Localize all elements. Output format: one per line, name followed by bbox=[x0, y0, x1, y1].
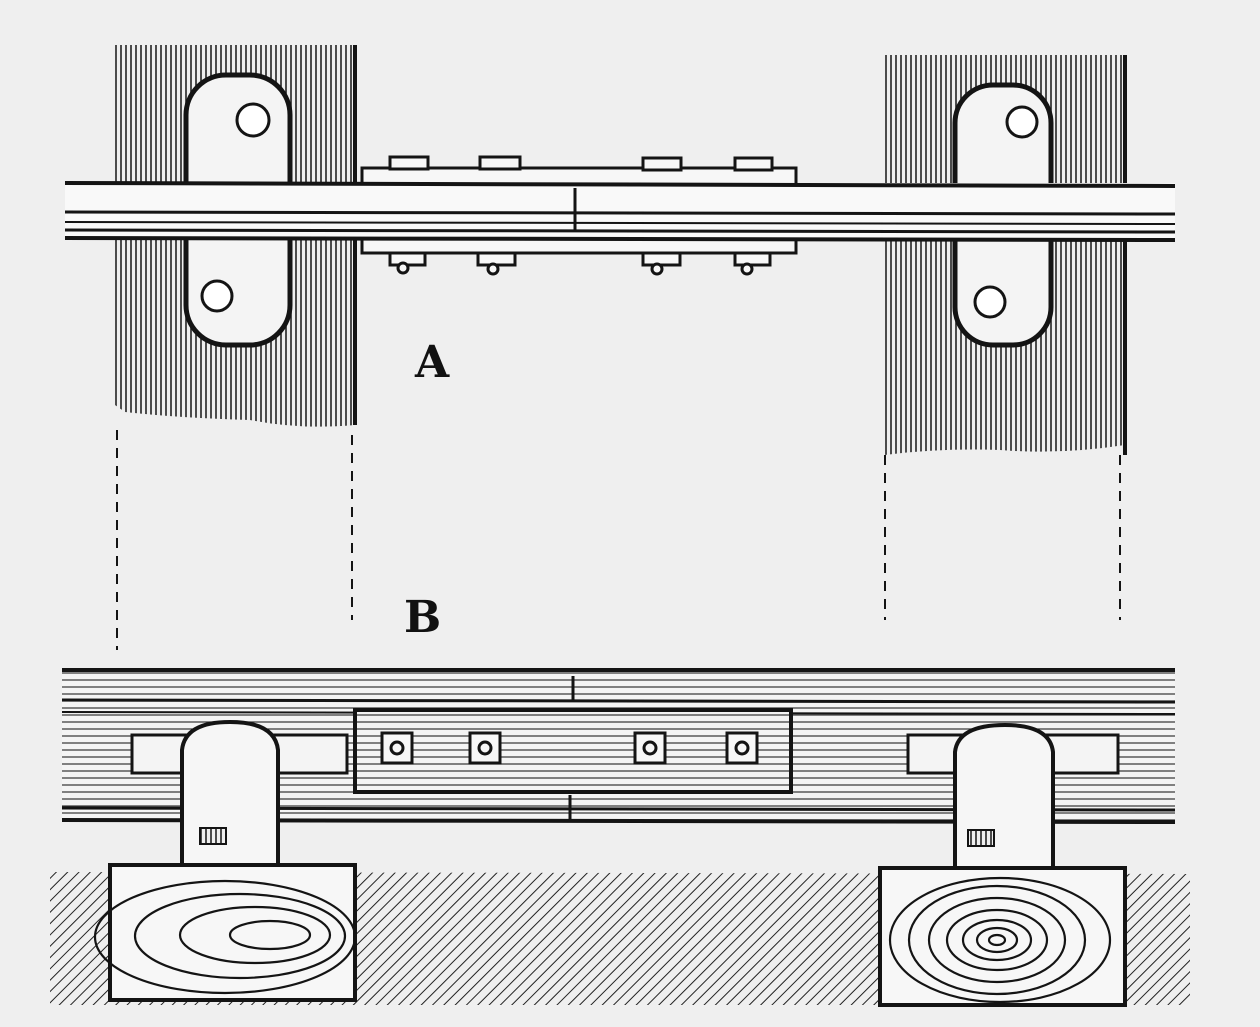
sleeper-left-section bbox=[93, 863, 357, 1002]
sleeper-right-section bbox=[878, 866, 1127, 1007]
fishplate-bolts bbox=[380, 731, 759, 765]
bolt-heads-top bbox=[388, 155, 774, 172]
label-b: B bbox=[404, 592, 441, 643]
plan-view bbox=[64, 45, 1176, 650]
fishplate-elevation bbox=[353, 708, 793, 794]
chair-left-elevation bbox=[180, 719, 280, 867]
label-a: A bbox=[414, 337, 450, 388]
rail-plan bbox=[65, 183, 1175, 238]
bolt-nuts-bottom bbox=[388, 251, 772, 276]
elevation-view bbox=[50, 668, 1190, 1007]
projection-lines bbox=[116, 430, 1121, 650]
